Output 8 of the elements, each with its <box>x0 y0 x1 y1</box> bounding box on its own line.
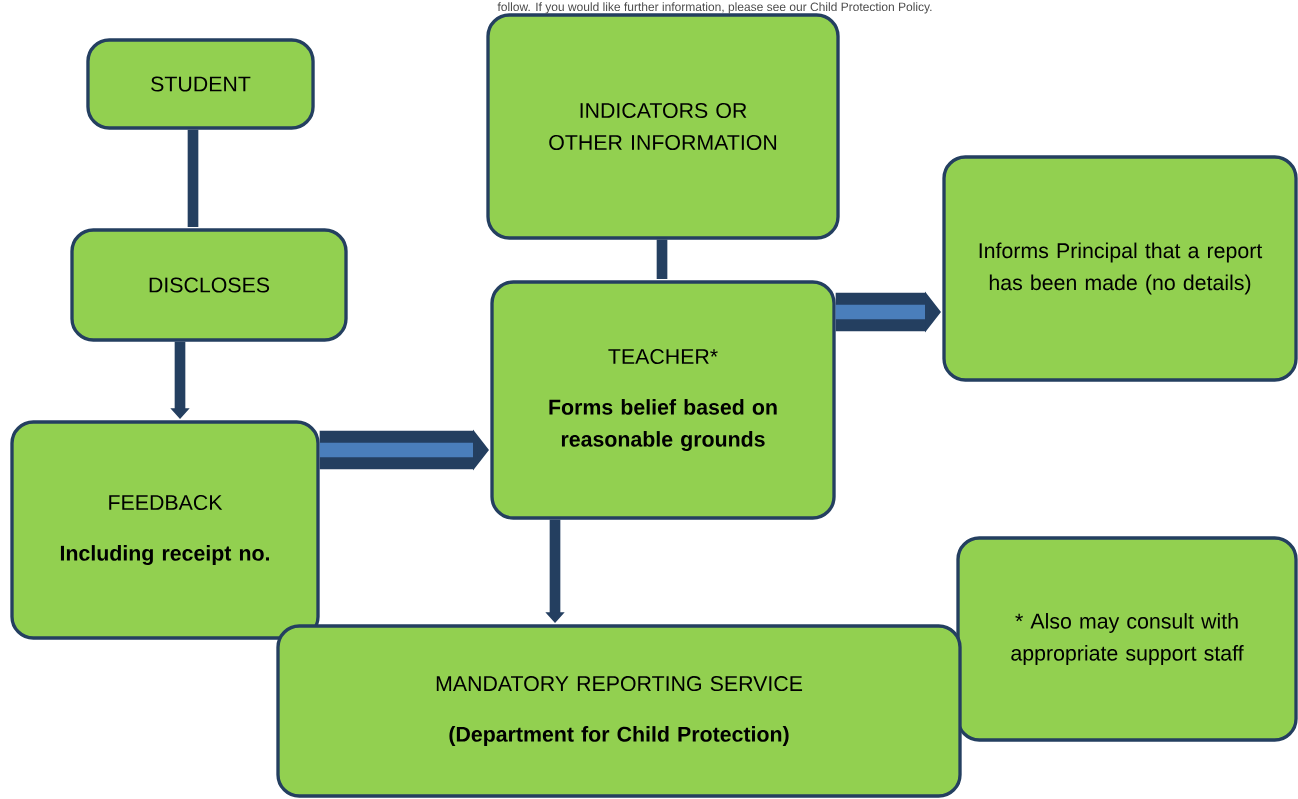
process-box: MANDATORY REPORTING SERVICE (Department for Child Protection) <box>276 624 962 798</box>
process-box: STUDENT <box>86 38 315 130</box>
process-box: DISCLOSES <box>70 228 348 342</box>
process-box: FEEDBACK Including receipt no. <box>10 420 320 640</box>
process-box: TEACHER* Forms belief based on reasonable grounds <box>490 280 836 520</box>
process-box: Informs Principal that a report has been made (no details) <box>942 155 1298 382</box>
process-box: * Also may consult with appropriate support staff <box>956 536 1298 742</box>
process-box: INDICATORS OR OTHER INFORMATION <box>486 13 840 240</box>
